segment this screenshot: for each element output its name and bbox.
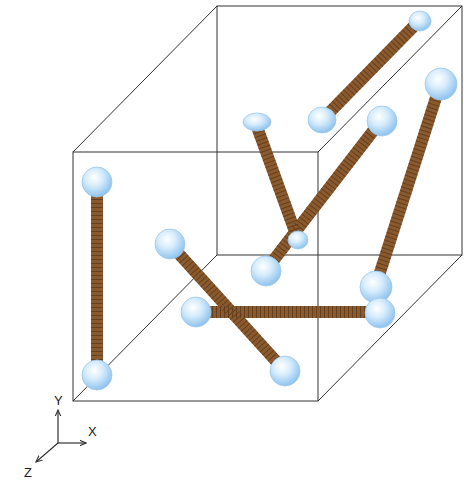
cube-wireframe [73,6,462,401]
rods [97,22,440,374]
axis-label: Z [24,466,32,479]
axis-label: Y [54,394,63,407]
spheres [82,11,457,390]
axis-label: X [88,425,97,438]
axes [36,410,86,462]
